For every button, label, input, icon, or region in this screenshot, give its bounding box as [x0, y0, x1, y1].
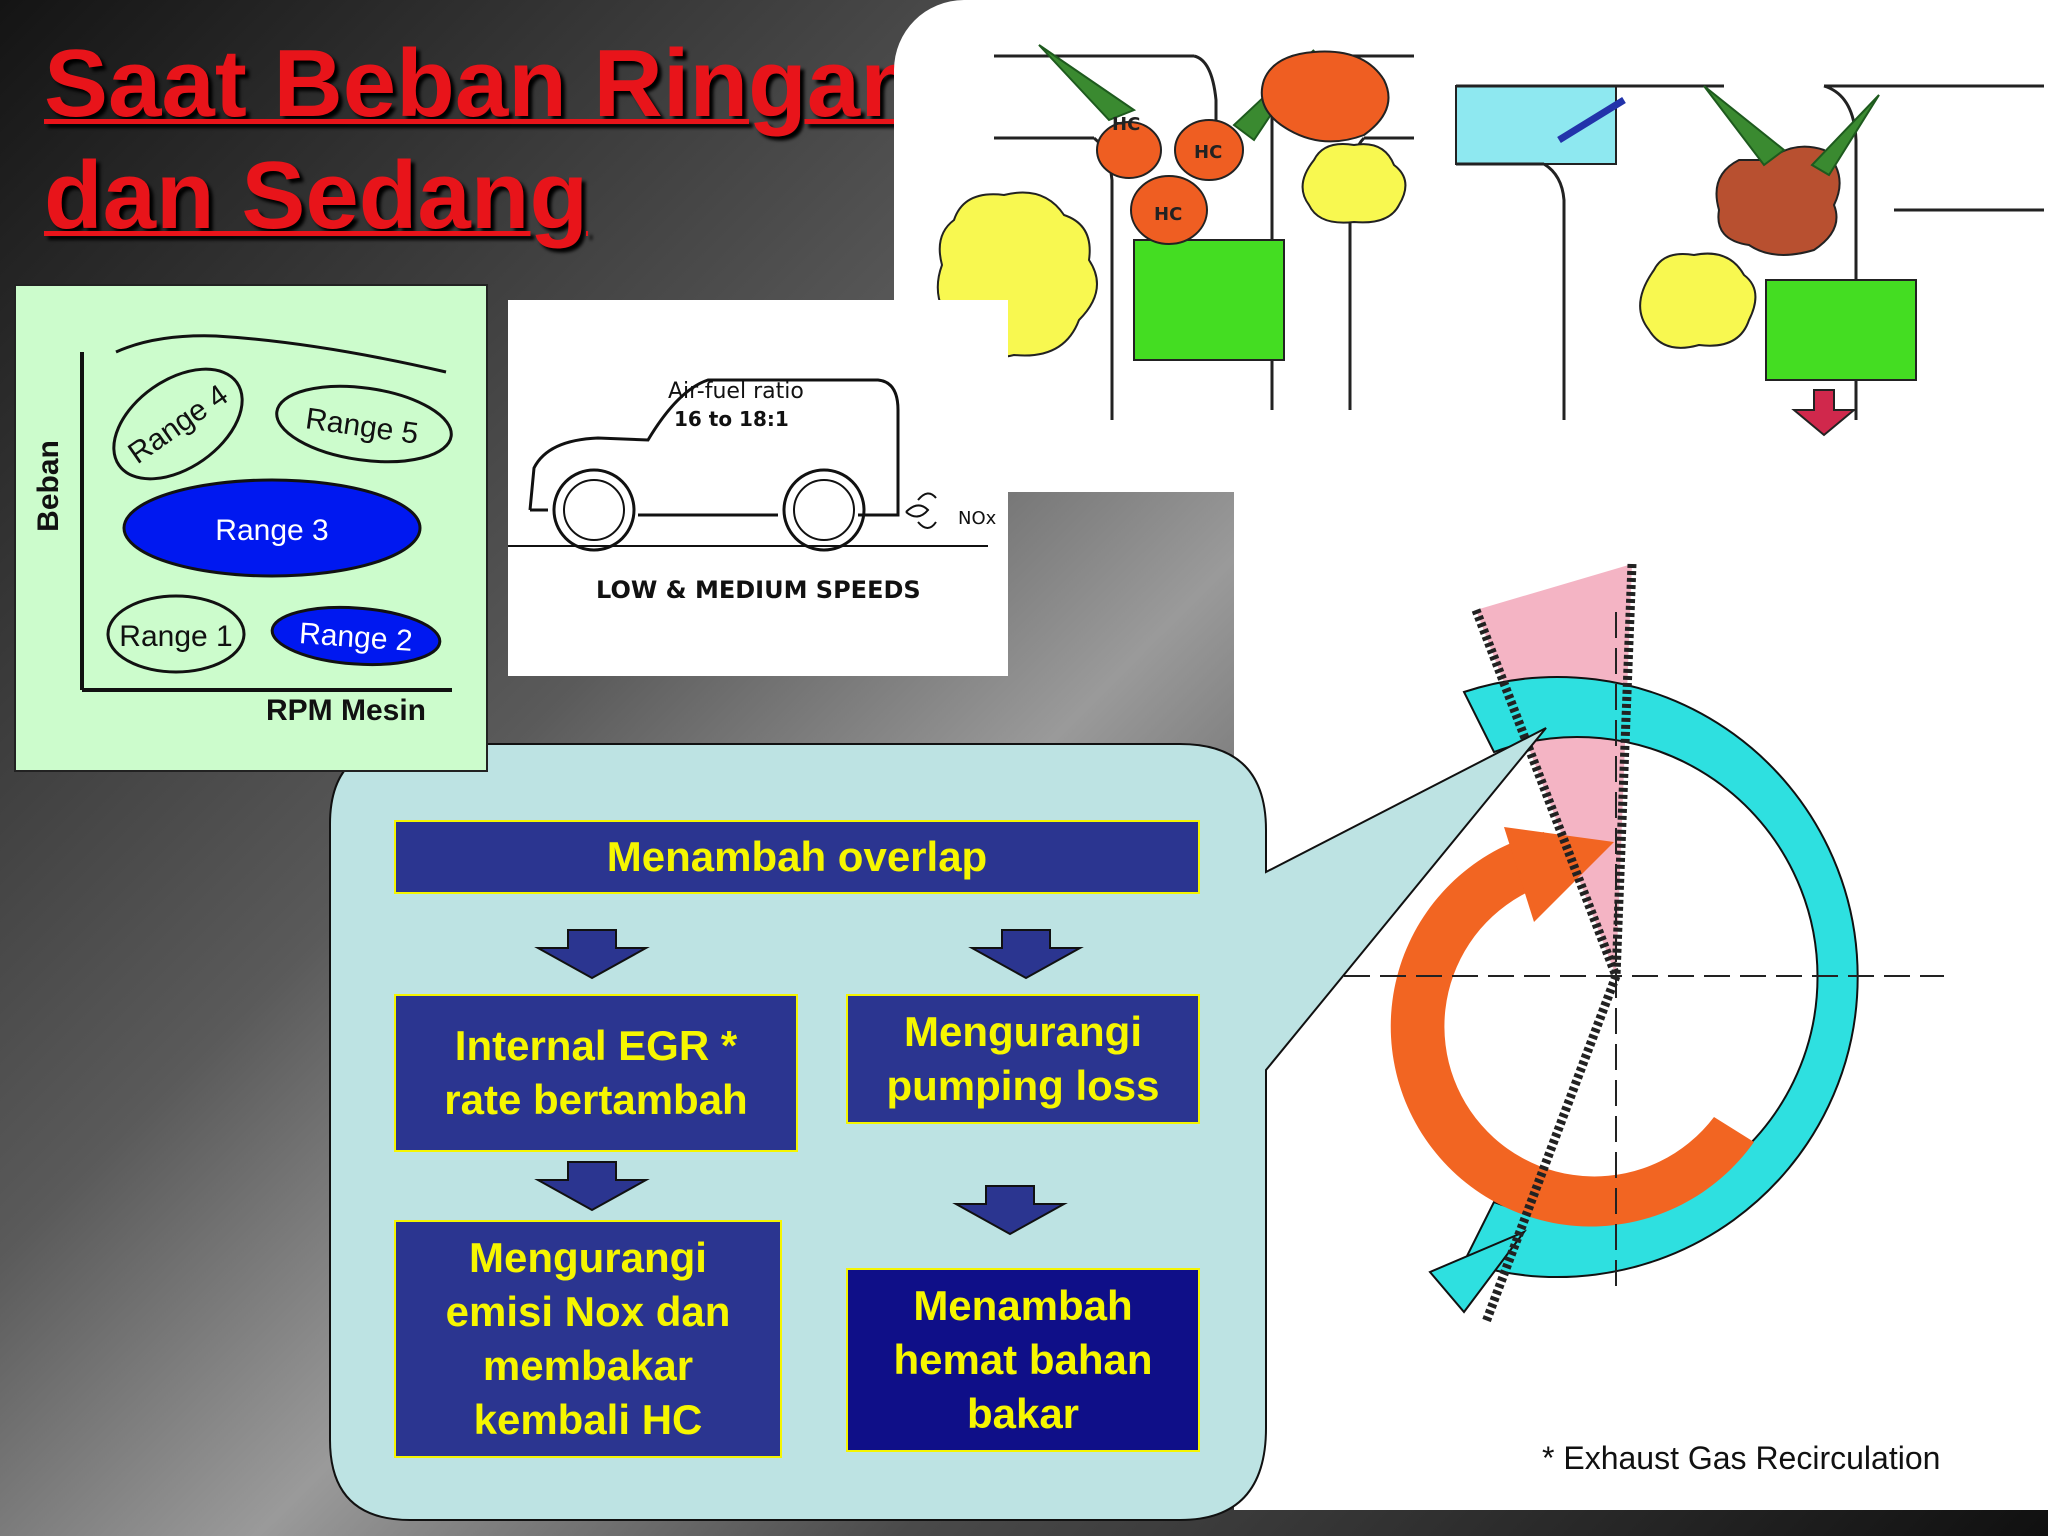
air-fuel-ratio-value: 16 to 18:1: [674, 407, 789, 431]
range-2: Range 2: [270, 605, 442, 667]
x-axis-label: RPM Mesin: [266, 694, 426, 727]
range-5: Range 5: [275, 384, 453, 464]
range-4: Range 4: [112, 367, 244, 481]
speed-caption: LOW & MEDIUM SPEEDS: [596, 576, 921, 604]
exhaust-puff-icon: [905, 492, 937, 529]
cylinder-left: HC HC HC: [936, 44, 1414, 420]
range-1: Range 1: [106, 594, 246, 674]
smoke-cloud-right: [1639, 252, 1757, 349]
operating-range-chart: Beban RPM Mesin Range 4 Range 5 Range 3 …: [14, 284, 488, 772]
exhaust-arc: [1390, 832, 1754, 1227]
piston-right: [1765, 279, 1917, 381]
combustion-illustration: HC HC HC: [936, 44, 2044, 437]
rear-wheel: [782, 468, 866, 552]
title-line-1: Saat Beban Ringan: [44, 30, 919, 137]
arrow-down-icon: [968, 929, 1084, 980]
range-chart-svg: Beban RPM Mesin Range 4 Range 5 Range 3 …: [32, 334, 453, 727]
svg-text:Range 3: Range 3: [215, 514, 328, 547]
front-wheel: [552, 468, 636, 552]
arrow-down-icon: [952, 1185, 1068, 1236]
cylinder-right: [1455, 84, 2044, 437]
piston-left: [1133, 239, 1285, 361]
footnote: * Exhaust Gas Recirculation: [1542, 1440, 1941, 1476]
smoke-cloud-small: [1301, 143, 1407, 224]
arrow-down-icon: [534, 1161, 650, 1212]
car-illustration: Air-fuel ratio 16 to 18:1 NOx LOW & MEDI…: [508, 378, 997, 604]
flow-box-overlap: Menambah overlap: [394, 820, 1200, 894]
hc-label-2: HC: [1194, 142, 1222, 163]
arrow-down-icon: [534, 929, 650, 980]
air-fuel-ratio-label: Air-fuel ratio: [668, 379, 804, 404]
svg-text:Range 2: Range 2: [298, 617, 413, 658]
valve-timing-panel: [1234, 492, 2048, 1510]
svg-text:Range 5: Range 5: [303, 402, 420, 450]
flow-box-internal-egr: Internal EGR * rate bertambah: [394, 994, 798, 1152]
car-body: [528, 378, 900, 517]
nox-label: NOx: [958, 508, 997, 529]
car-illustration-panel: Air-fuel ratio 16 to 18:1 NOx LOW & MEDI…: [508, 300, 1008, 676]
svg-text:Range 1: Range 1: [119, 620, 232, 653]
valve-timing-diagram: [1344, 563, 1944, 1324]
title-line-2: dan Sedang: [44, 142, 589, 249]
range-3: Range 3: [122, 478, 422, 578]
y-axis-label: Beban: [32, 440, 65, 532]
combustion-illustration-panel: HC HC HC: [894, 0, 2048, 492]
overlap-sector: [1476, 564, 1632, 976]
flow-box-reduce-emission: Mengurangi emisi Nox dan membakar kembal…: [394, 1220, 782, 1458]
hc-label-1: HC: [1112, 114, 1140, 135]
flow-box-pumping-loss: Mengurangi pumping loss: [846, 994, 1200, 1124]
hc-label-3: HC: [1154, 204, 1182, 225]
page-title: Saat Beban Ringan dan Sedang: [44, 28, 919, 252]
svg-text:Range 4: Range 4: [122, 378, 234, 470]
flow-box-fuel-saving: Menambah hemat bahan bakar: [846, 1268, 1200, 1452]
